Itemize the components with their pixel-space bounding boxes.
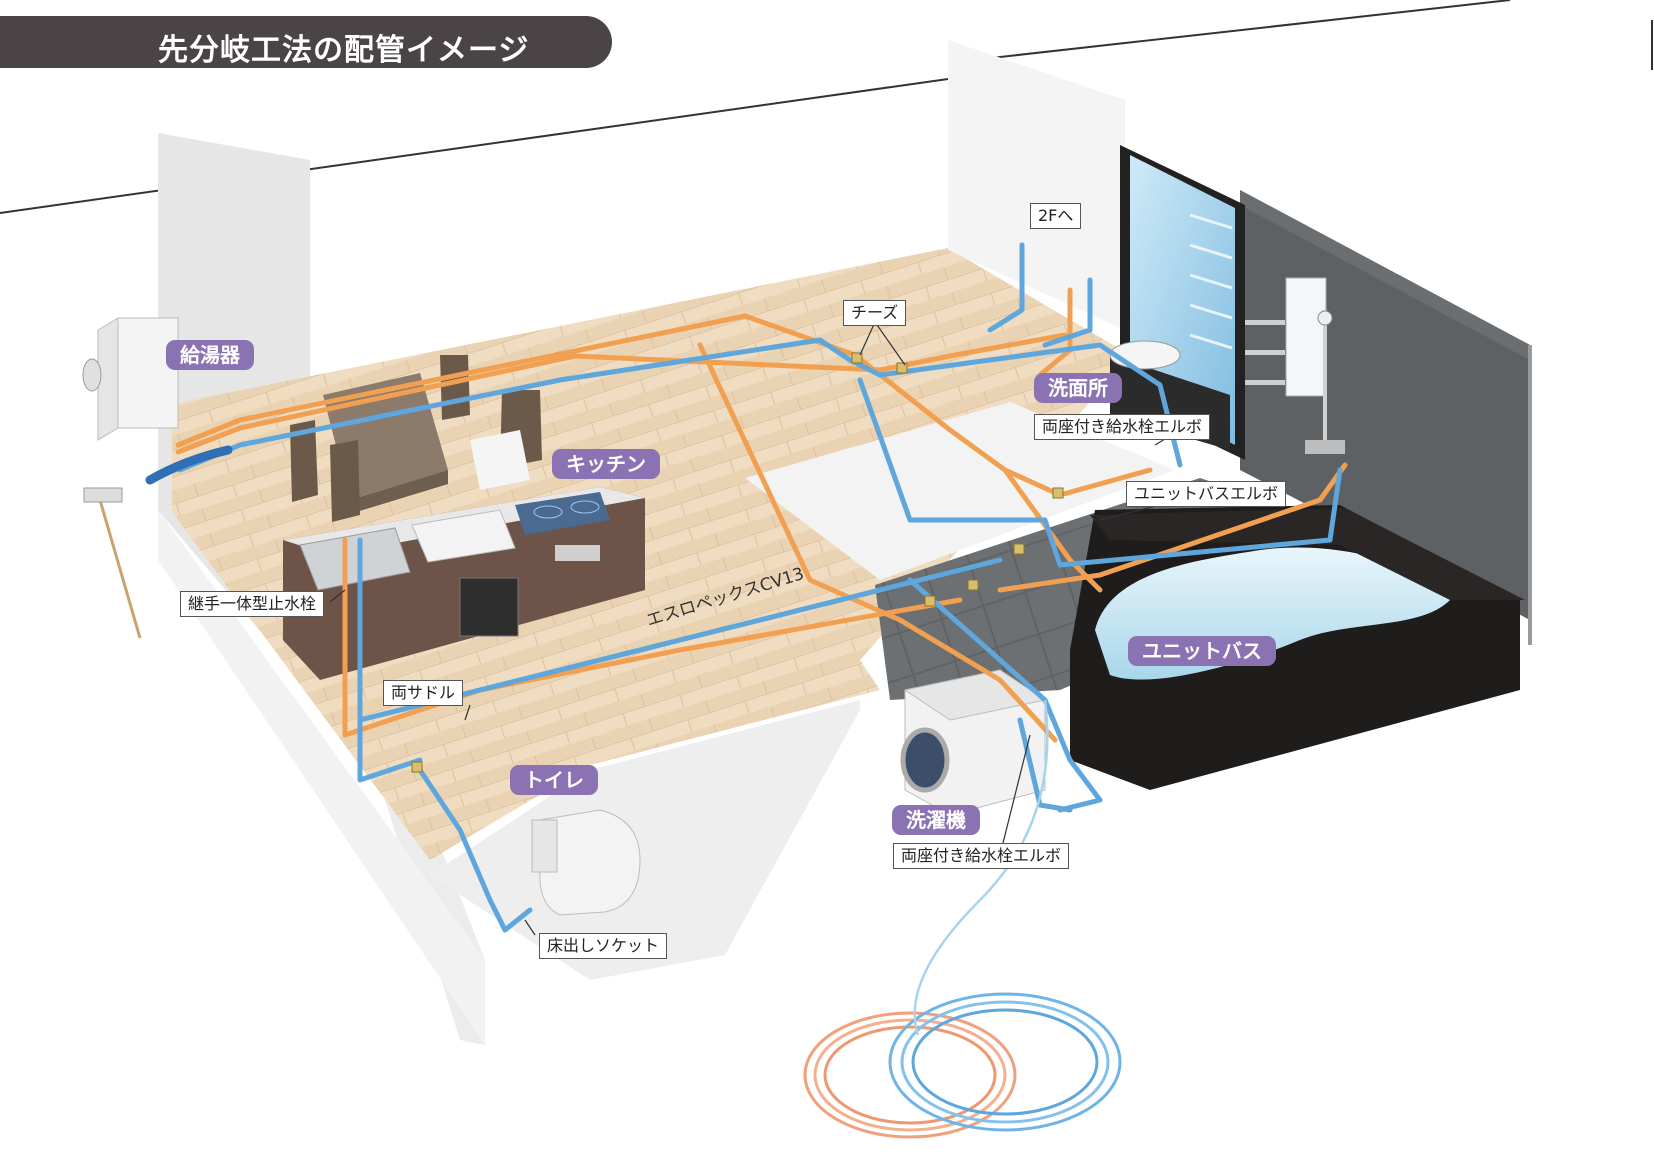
callout-unit-bath-elbow: ユニットバスエルボ: [1126, 481, 1287, 507]
basin: [1109, 340, 1181, 370]
tag-washroom: 洗面所: [1034, 373, 1122, 403]
tag-washing-machine: 洗濯機: [892, 805, 980, 835]
cold-water-pipes: [177, 242, 1343, 933]
callout-washer-elbow: 両座付き給水栓エルボ: [893, 843, 1070, 869]
tag-unit-bath: ユニットバス: [1128, 636, 1276, 666]
heater-hose: [145, 445, 233, 485]
ceiling-line-right: [954, 0, 1511, 63]
water-heater: [82, 317, 179, 639]
callout-washroom-elbow: 両座付き給水栓エルボ: [1034, 414, 1211, 440]
callout-saddle: 両サドル: [383, 680, 464, 706]
callout-to-2f: 2Fへ: [1030, 203, 1082, 229]
back-wall: [948, 40, 1125, 330]
tag-kitchen: キッチン: [552, 449, 660, 479]
shower-head: [1317, 310, 1333, 326]
shower-faucet: [1305, 440, 1345, 454]
callout-stop-valve: 継手一体型止水栓: [180, 591, 325, 617]
tee-fittings: [411, 352, 1064, 773]
title-bar: [0, 16, 612, 68]
washroom-floor: [745, 402, 1175, 580]
callout-floor-socket: 床出しソケット: [539, 933, 668, 959]
tag-toilet: トイレ: [510, 765, 598, 795]
shower-mirror: [1285, 277, 1327, 397]
callout-tees: チーズ: [843, 300, 907, 326]
pipe-coils: [803, 699, 1122, 1139]
washing-machine: [900, 669, 1047, 816]
tag-water-heater: 給湯器: [166, 340, 254, 370]
page-title: 先分岐工法の配管イメージ: [158, 33, 530, 68]
toilet-floor: [430, 700, 860, 980]
ceiling-line-left: [0, 77, 956, 214]
kitchen-counter: [283, 487, 645, 680]
toilet: [531, 809, 641, 916]
